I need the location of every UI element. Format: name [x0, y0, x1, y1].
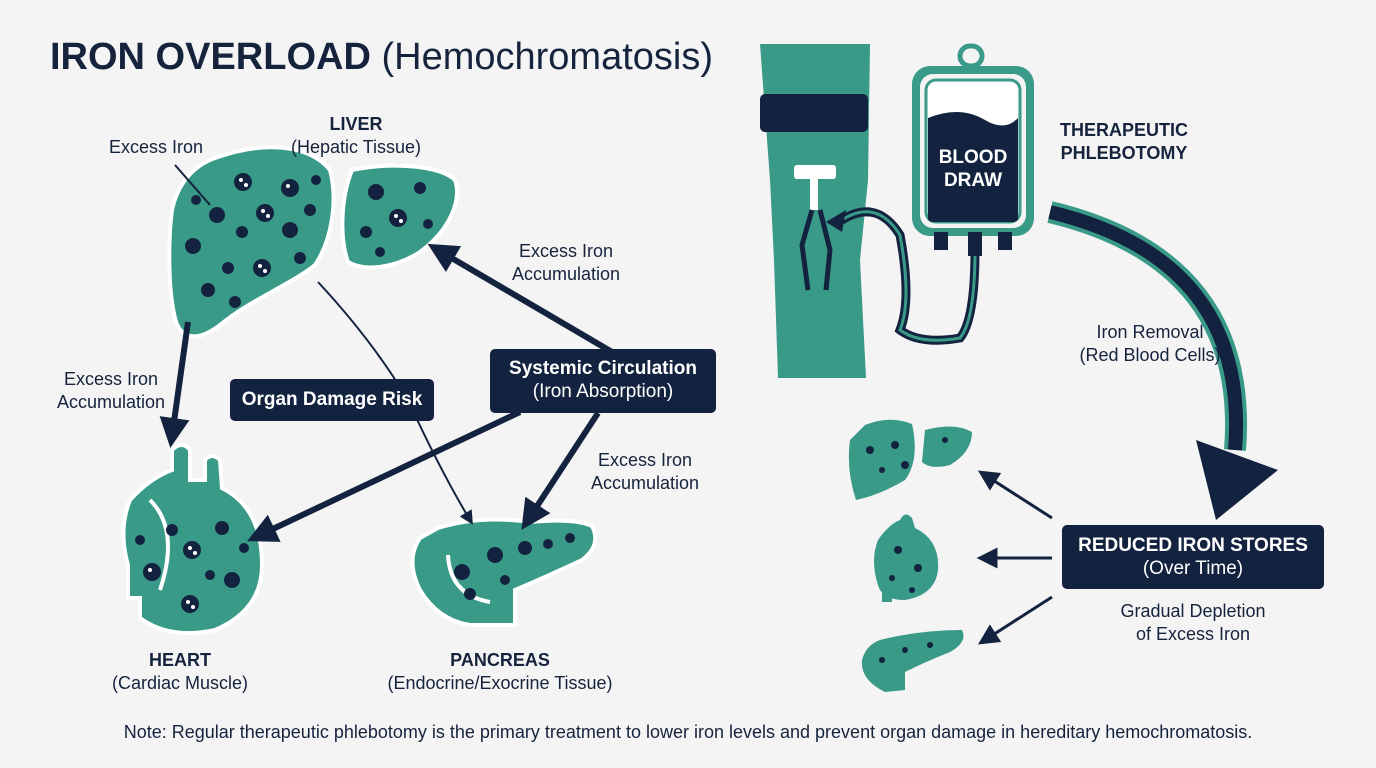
liver-label: LIVER(Hepatic Tissue)	[290, 114, 422, 157]
blood-bag-icon	[912, 43, 1034, 256]
excess-iron-pointer	[174, 164, 211, 206]
page-title: IRON OVERLOAD (Hemochromatosis)	[50, 36, 713, 78]
pancreas-label: PANCREAS(Endocrine/Exocrine Tissue)	[387, 650, 613, 693]
footnote: Note: Regular therapeutic phlebotomy is …	[123, 722, 1253, 742]
iron-removal-label: Iron Removal(Red Blood Cells)	[1079, 322, 1221, 365]
arm-icon	[760, 44, 870, 378]
removal-arrowhead	[1196, 440, 1278, 520]
pancreas-icon	[410, 517, 598, 627]
left-flow-arrows	[159, 243, 614, 542]
small-liver-icon	[848, 419, 972, 500]
systemic-circulation-box: Systemic Circulation(Iron Absorption)	[490, 349, 716, 413]
reduction-arrows	[976, 470, 1053, 645]
liver-icon	[167, 145, 459, 339]
heart-label: HEART(Cardiac Muscle)	[111, 650, 249, 693]
small-pancreas-icon	[861, 630, 964, 692]
small-heart-icon	[874, 514, 939, 602]
organ-damage-box: Organ Damage Risk	[230, 379, 434, 421]
reduced-iron-box: REDUCED IRON STORES(Over Time)	[1062, 525, 1324, 589]
excess-iron-label: Excess Iron	[108, 137, 204, 157]
heart-icon	[121, 443, 265, 636]
